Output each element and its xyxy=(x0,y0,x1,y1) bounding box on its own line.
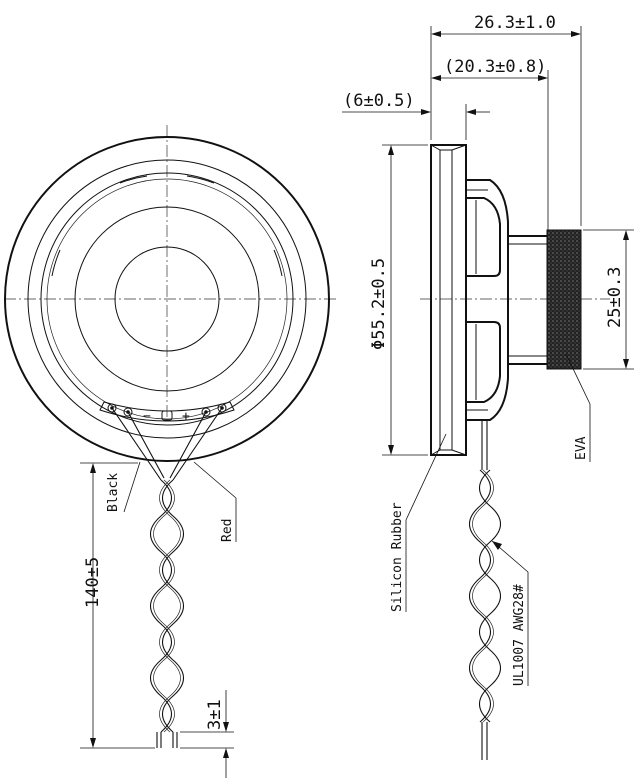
diameter-text: Φ55.2±0.5 xyxy=(369,258,389,350)
frame-slot-top-left xyxy=(119,175,148,184)
inner-frame-circle xyxy=(27,159,307,439)
eva-label: EVA xyxy=(574,436,589,460)
frame-flange-bottom-chamfer xyxy=(430,449,467,456)
magnet-cylinder xyxy=(507,235,549,365)
front-twist-strand-a xyxy=(149,479,173,733)
silicon-rubber-label: Silicon Rubber xyxy=(390,502,405,612)
eva-height-text: 25±0.3 xyxy=(605,267,625,328)
eva-leader-line xyxy=(565,353,591,405)
red-leader-line xyxy=(193,461,237,499)
side-twist-strand-a xyxy=(468,469,492,723)
terminal-right-outer xyxy=(217,403,227,413)
magnet-window-upper xyxy=(466,197,501,277)
terminal-plus-label: + xyxy=(182,409,190,424)
black-leader-line xyxy=(123,461,141,513)
front-twist-strand-a2 xyxy=(153,479,175,733)
eva-pad xyxy=(546,229,582,370)
red-wire-outer xyxy=(172,407,223,481)
side-view: 26.3±1.0 (20.3±0.8) (6±0.5) Φ55.2±0.5 25… xyxy=(342,13,634,760)
diameter-arrow-bottom xyxy=(388,445,394,455)
eva-height-arrow-bottom xyxy=(623,359,629,369)
red-wire-label: Red xyxy=(220,519,235,542)
diameter-arrow-top xyxy=(388,145,394,155)
black-wire-outer xyxy=(111,407,162,481)
strip-length-arrow-top xyxy=(223,722,229,732)
silicon-rubber-leader-line xyxy=(405,433,447,521)
outer-frame-circle xyxy=(4,136,330,462)
magnet-depth-arrow-left xyxy=(431,75,441,81)
cone-circle xyxy=(74,206,260,392)
dust-cap-circle xyxy=(114,246,220,352)
total-depth-arrow-right xyxy=(571,31,581,37)
total-depth-arrow-left xyxy=(431,31,441,37)
total-depth-text: 26.3±1.0 xyxy=(474,13,556,33)
black-wire-label: Black xyxy=(106,473,121,512)
frame-depth-text: (6±0.5) xyxy=(343,91,415,111)
side-twisted-pair xyxy=(468,469,502,760)
magnet-window-lower xyxy=(466,321,501,403)
frame-flange xyxy=(430,144,467,456)
frame-flange-top-chamfer xyxy=(430,144,467,151)
wire-spec-label: UL1007 AWG28# xyxy=(512,584,527,686)
frame-depth-arrow-left xyxy=(421,109,431,115)
side-twist-strand-b xyxy=(478,469,502,723)
frame-slot-top-right xyxy=(186,175,215,184)
lead-length-text: 140±5 xyxy=(83,557,103,608)
surround-outer-circle xyxy=(40,172,294,426)
lead-length-arrow-top xyxy=(90,463,96,473)
frame-slot-left xyxy=(51,249,61,277)
lead-length-arrow-bottom xyxy=(90,738,96,748)
basket-outline xyxy=(466,179,509,421)
terminal-minus-label: − xyxy=(143,409,151,424)
front-twist-strand-b xyxy=(161,479,185,733)
side-twist-strand-c xyxy=(472,469,494,723)
terminal-left-outer xyxy=(107,403,117,413)
strip-length-arrow-bottom xyxy=(223,748,229,758)
terminal-right-inner xyxy=(201,407,211,417)
terminal-left-inner xyxy=(123,407,133,417)
front-view: − + Black Red 14 xyxy=(4,125,336,778)
terminal-board xyxy=(99,401,235,422)
eva-height-arrow-top xyxy=(623,230,629,240)
front-twisted-pair xyxy=(149,479,185,748)
frame-depth-arrow-right xyxy=(466,109,476,115)
front-twist-strand-b2 xyxy=(159,479,181,733)
black-wire-inner xyxy=(127,411,165,479)
red-wire-inner xyxy=(169,411,207,479)
magnet-depth-text: (20.3±0.8) xyxy=(444,57,546,77)
surround-inner-circle xyxy=(46,178,288,420)
wire-spec-arrow xyxy=(492,541,502,550)
frame-slot-right xyxy=(273,249,283,277)
strip-length-text: 3±1 xyxy=(205,699,225,730)
terminal-center-tab xyxy=(161,410,173,421)
magnet-depth-arrow-right xyxy=(538,75,548,81)
